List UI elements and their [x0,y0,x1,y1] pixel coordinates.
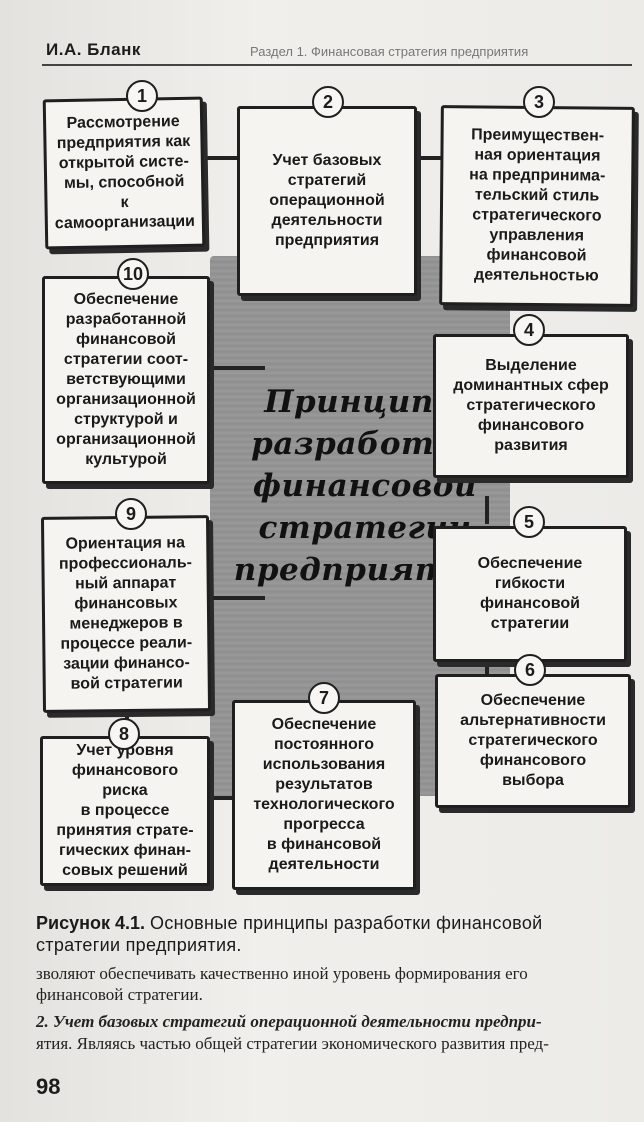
principle-box-9: Ориентация на профессиональ- ный аппарат… [40,515,212,713]
principle-box-7: Обеспечение постоянного использования ре… [232,700,416,890]
principle-number-badge: 6 [514,654,546,686]
header-rule [42,64,632,66]
principle-number-badge: 1 [126,80,158,112]
principle-number-badge: 3 [523,86,555,118]
running-header-section: Раздел 1. Финансовая стратегия предприят… [250,44,529,59]
body-text-line: зволяют обеспечивать качественно иной ур… [36,964,528,983]
connector [200,796,245,800]
principle-text: Обеспечение разработанной финансовой стр… [56,291,196,468]
body-text-line: 2. Учет базовых стратегий операционной д… [36,1012,542,1031]
figure-caption-label: Рисунок 4.1. [36,913,145,933]
principle-text: Ориентация на профессиональ- ный аппарат… [58,534,193,693]
principle-box-4: Выделение доминантных сфер стратегическо… [433,334,629,478]
principle-text: Выделение доминантных сфер стратегическо… [453,357,609,454]
principle-number-badge: 2 [312,86,344,118]
connector [205,366,265,370]
page-number: 98 [36,1074,61,1099]
principle-number-badge: 8 [108,718,140,750]
principle-text: Учет уровня финансового риска в процессе… [56,742,194,879]
connector [485,496,489,524]
figure-caption: Рисунок 4.1. Основные принципы разработк… [36,912,616,956]
connector [205,596,265,600]
principle-box-5: Обеспечение гибкости финансовой стратеги… [433,526,627,662]
body-text-line: ятия. Являясь частью общей стратегии эко… [36,1034,549,1053]
principle-number-badge: 10 [117,258,149,290]
connector [205,156,265,160]
principle-text: Преимуществен- ная ориентация на предпри… [469,126,606,285]
principle-box-1: Рассмотрение предприятия как открытой си… [42,96,206,250]
principle-box-8: Учет уровня финансового риска в процессе… [40,736,210,886]
principle-text: Обеспечение гибкости финансовой стратеги… [477,555,583,632]
principle-text: Обеспечение постоянного использования ре… [253,716,395,873]
principle-box-3: Преимуществен- ная ориентация на предпри… [439,105,635,307]
principles-diagram: Принципы разработки финансовой стратегии… [30,76,636,896]
principle-number-badge: 7 [308,682,340,714]
principle-number-badge: 4 [513,314,545,346]
figure-caption-title: Основные принципы разработки финансовой … [36,913,543,955]
principle-box-6: Обеспечение альтернативности стратегичес… [435,674,631,808]
principle-number-badge: 5 [513,506,545,538]
principle-text: Учет базовых стратегий операционной деят… [269,152,385,249]
principle-text: Рассмотрение предприятия как открытой си… [54,113,196,233]
body-text-line: финансовой стратегии. [36,985,203,1004]
principle-box-10: Обеспечение разработанной финансовой стр… [42,276,210,484]
principle-text: Обеспечение альтернативности стратегичес… [460,692,606,789]
principle-box-2: Учет базовых стратегий операционной деят… [237,106,417,296]
running-header-author: И.А. Бланк [46,40,141,59]
principle-number-badge: 9 [115,498,147,530]
